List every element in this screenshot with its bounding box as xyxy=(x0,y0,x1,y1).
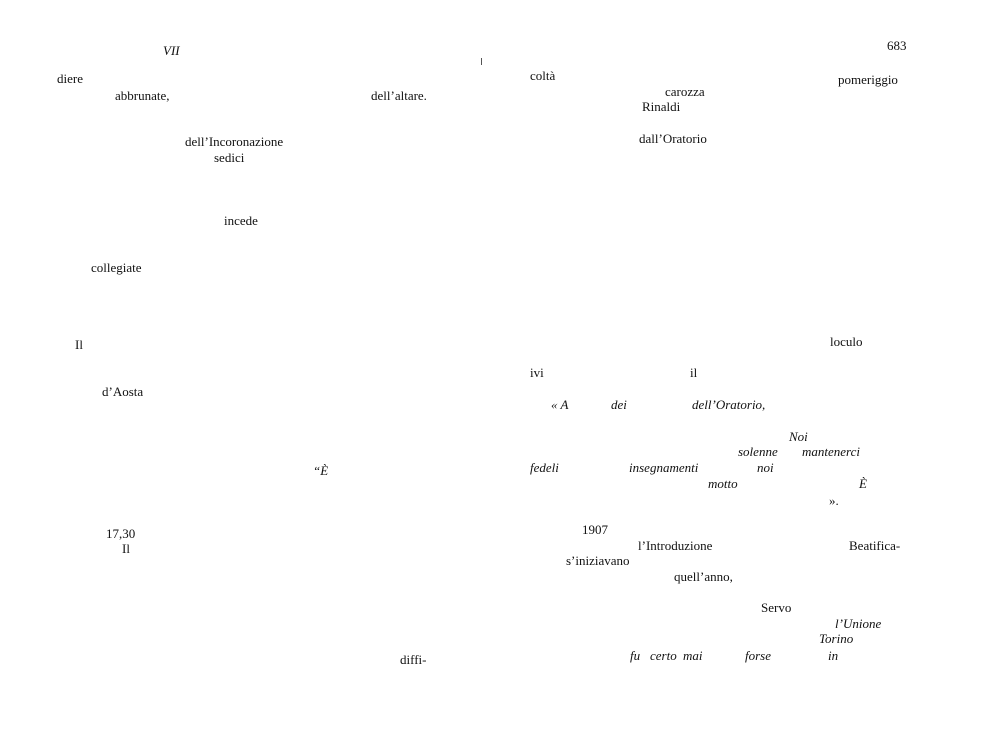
word: Rinaldi xyxy=(642,99,681,114)
word: coltà xyxy=(530,68,556,83)
word: Torino xyxy=(819,631,854,646)
word: mantenerci xyxy=(802,444,860,459)
word: l’Unione xyxy=(835,616,882,631)
left-page: VII diere abbrunate, dell’altare. dell’I… xyxy=(57,43,427,667)
word: diffi- xyxy=(400,652,427,667)
page-number: 683 xyxy=(887,38,907,53)
word: certo xyxy=(650,648,677,663)
word: Il xyxy=(75,337,83,352)
word: s’iniziavano xyxy=(566,553,630,568)
word: fu xyxy=(630,648,641,663)
word: dei xyxy=(611,397,627,412)
gutter-mark xyxy=(481,58,482,65)
word: “È xyxy=(313,463,329,478)
word: 1907 xyxy=(582,522,608,537)
word: sedici xyxy=(214,150,245,165)
word: Beatifica- xyxy=(849,538,901,553)
word: Noi xyxy=(789,429,808,444)
word: pomeriggio xyxy=(838,72,898,87)
word: incede xyxy=(224,213,258,228)
word: dell’Incoronazione xyxy=(185,134,284,149)
word: collegiate xyxy=(91,260,142,275)
word: Servo xyxy=(761,600,792,615)
word: « A xyxy=(551,397,569,412)
word: carozza xyxy=(665,84,705,99)
word: È xyxy=(859,476,867,491)
word: motto xyxy=(708,476,738,491)
word: diere xyxy=(57,71,83,86)
word: noi xyxy=(757,460,774,475)
word: solenne xyxy=(738,444,778,459)
word: Il xyxy=(122,541,130,556)
word: in xyxy=(828,648,839,663)
word: fedeli xyxy=(530,460,559,475)
word: 17,30 xyxy=(106,526,136,541)
word: d’Aosta xyxy=(102,384,144,399)
word: mai xyxy=(683,648,703,663)
word: l’Introduzione xyxy=(638,538,713,553)
word: ». xyxy=(829,493,839,508)
word: dell’Oratorio, xyxy=(692,397,766,412)
word: dall’Oratorio xyxy=(639,131,707,146)
right-page: 683 coltà pomeriggio carozza Rinaldi dal… xyxy=(499,0,998,738)
chapter-header: VII xyxy=(163,43,180,58)
word: loculo xyxy=(830,334,863,349)
word: quell’anno, xyxy=(674,569,733,584)
word: forse xyxy=(745,648,771,663)
word: dell’altare. xyxy=(371,88,427,103)
word: insegnamenti xyxy=(629,460,699,475)
word: il xyxy=(690,365,698,380)
word: abbrunate, xyxy=(115,88,170,103)
word: ivi xyxy=(530,365,544,380)
